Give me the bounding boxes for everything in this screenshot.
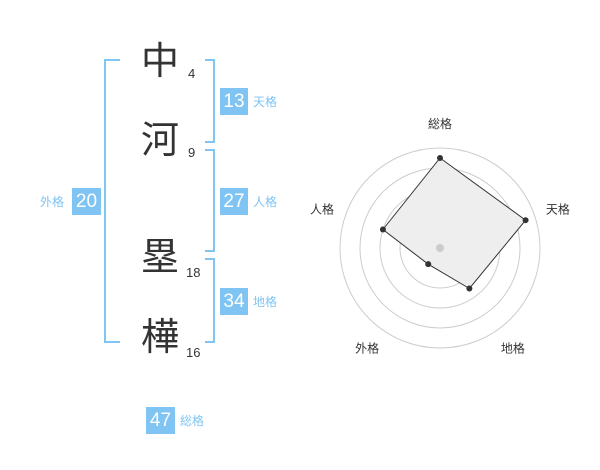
name-char-1: 中 [140,39,179,83]
stroke-count-4: 16 [186,345,201,360]
stroke-count-1: 4 [188,66,196,81]
soukaku-label: 総格 [180,414,205,428]
chikaku-value: 34 [220,288,248,315]
name-char-2: 河 [140,118,179,162]
name-char-3: 塁 [140,235,179,279]
radar-polygon [382,157,527,290]
jinkaku-bracket [205,149,215,252]
jinkaku-label: 人格 [253,195,278,209]
radar-point-2 [522,217,529,224]
stroke-count-2: 9 [188,145,196,160]
radar-point-4 [425,261,432,268]
gaikaku-label: 外格 [40,195,65,209]
radar-point-1 [437,155,443,161]
jinkaku-value: 27 [220,188,248,215]
radar-axis-label-3: 地格 [501,340,525,355]
stroke-count-3: 18 [186,265,201,280]
radar-center-dot [436,244,444,252]
gaikaku-bracket [104,59,120,343]
radar-axis-label-2: 天格 [546,202,570,217]
tenkaku-label: 天格 [253,95,278,109]
name-char-4: 樺 [140,315,179,359]
radar-axis-label-5: 人格 [310,202,334,217]
radar-point-5 [379,226,386,233]
tenkaku-bracket [205,59,215,143]
radar-point-3 [466,285,473,292]
radar-axis-label-1: 総格 [428,116,452,131]
chikaku-bracket [205,258,215,343]
radar-grid-ring [339,147,541,349]
soukaku-value: 47 [146,407,175,434]
tenkaku-value: 13 [220,88,248,115]
gaikaku-value: 20 [72,188,101,215]
chikaku-label: 地格 [253,295,278,309]
radar-axis-label-4: 外格 [355,340,379,355]
